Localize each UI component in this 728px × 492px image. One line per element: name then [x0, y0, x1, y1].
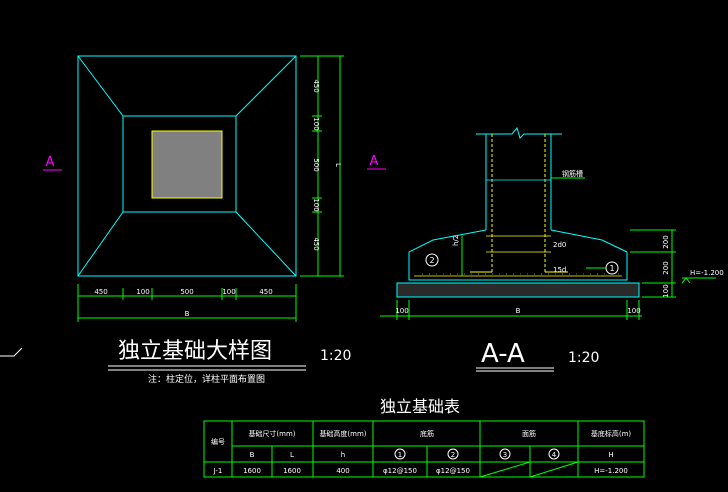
- table-cell: J-1: [213, 467, 223, 475]
- circled-number: [499, 448, 511, 460]
- dim-text: h/2: [452, 235, 460, 246]
- table-diagonal: [479, 461, 531, 478]
- section-mark-label: A: [370, 154, 379, 169]
- dim-text: 100: [395, 307, 408, 315]
- dim-text: 100: [136, 288, 149, 296]
- break-line: [476, 126, 562, 139]
- circled-number: [548, 448, 560, 460]
- dim-text: 100: [627, 307, 640, 315]
- callout-text: 2: [429, 256, 434, 265]
- plan-right-dim-texts: 450 100 500 100 450 L: [312, 79, 342, 250]
- table-text: 编号 基础尺寸(mm) 基础高度(mm) 底筋 面筋 基底标高(m) B L h…: [211, 429, 631, 475]
- dim-text: 100: [312, 198, 320, 211]
- dim-text: 450: [312, 79, 320, 92]
- section-title: A-A: [481, 339, 525, 369]
- section-view: [396, 126, 640, 298]
- circled-number: [447, 448, 459, 460]
- section-title-block: A-A 1:20: [476, 339, 599, 372]
- section-bottom-dimensions: 100 B 100: [380, 300, 642, 320]
- table-diagonal: [529, 461, 579, 478]
- slope-line: [235, 211, 297, 277]
- circled-number: [394, 448, 406, 460]
- table-header: 基础高度(mm): [319, 429, 366, 438]
- pedestal-outline: [122, 115, 237, 213]
- table-title: 独立基础表: [380, 397, 460, 416]
- section-scale: 1:20: [568, 350, 599, 366]
- dim-text: 2d0: [553, 241, 566, 249]
- plan-section-mark: A: [43, 155, 62, 171]
- dim-text: 100: [222, 288, 235, 296]
- table-header: 基底标高(m): [591, 429, 632, 438]
- elevation-symbol: [681, 277, 691, 284]
- plan-title-block: 独立基础大样图 1:20 注：柱定位，详柱平面布置图: [108, 339, 351, 385]
- section-labels: A 钢筋槽 2 1 2d0 15d h/2: [367, 154, 619, 276]
- plan-note: 注：柱定位，详柱平面布置图: [148, 373, 265, 385]
- dim-text: 100: [312, 117, 320, 130]
- column-section: [151, 130, 223, 199]
- footing-outline: [408, 229, 628, 281]
- dim-text: 500: [312, 158, 320, 171]
- dim-text: 100: [662, 284, 670, 297]
- dim-text: B: [185, 310, 190, 318]
- plan-bottom-dim-texts: 450 100 500 100 450 B: [94, 288, 272, 318]
- ucs-icon: [0, 347, 23, 357]
- footing-outline: [77, 55, 297, 277]
- slope-line: [77, 211, 124, 277]
- dim-text: 500: [180, 288, 193, 296]
- table-header: 基础尺寸(mm): [248, 429, 295, 438]
- table-subheader: h: [341, 451, 345, 459]
- slope-line: [235, 55, 297, 117]
- callout-circle: [425, 253, 439, 267]
- section-mark-label: A: [46, 155, 55, 170]
- table-cell: H=-1.200: [594, 467, 628, 475]
- table-cell: 1600: [243, 467, 261, 475]
- slope-line: [77, 55, 124, 117]
- table-subheader: L: [290, 451, 294, 459]
- dim-text: 200: [662, 261, 670, 274]
- rebar-label: 钢筋槽: [562, 169, 583, 178]
- lean-concrete: [396, 282, 640, 298]
- dim-text: B: [516, 307, 521, 315]
- plan-view: [77, 55, 297, 277]
- table-header: 底筋: [420, 429, 434, 438]
- plan-scale: 1:20: [320, 348, 351, 364]
- table-header: 面筋: [522, 429, 536, 438]
- table-cell: 1600: [283, 467, 301, 475]
- table-subheader: 3: [503, 451, 507, 459]
- dim-text: L: [334, 163, 342, 167]
- footing-table: [203, 420, 645, 478]
- table-subheader: B: [250, 451, 255, 459]
- table-subheader: 2: [451, 451, 455, 459]
- table-header: 编号: [211, 437, 225, 446]
- section-right-dimensions: 200 200 100 H=-1.200: [630, 229, 724, 298]
- table-subheader: H: [608, 451, 613, 459]
- dim-text: 15d: [553, 266, 566, 274]
- table-cell: φ12@150: [436, 467, 470, 475]
- table-subheader: 4: [552, 451, 557, 459]
- table-cell: φ12@150: [383, 467, 417, 475]
- dim-text: 450: [94, 288, 107, 296]
- elevation-text: H=-1.200: [690, 269, 724, 277]
- dim-text: 450: [312, 237, 320, 250]
- plan-title: 独立基础大样图: [118, 339, 272, 364]
- dim-text: 200: [662, 235, 670, 248]
- table-subheader: 1: [398, 451, 402, 459]
- table-cell: 400: [336, 467, 349, 475]
- plan-bottom-dimensions: [77, 284, 297, 322]
- callout-text: 1: [609, 264, 614, 273]
- table-border: [203, 420, 645, 478]
- dim-text: 450: [259, 288, 272, 296]
- plan-right-dimensions: [300, 55, 344, 277]
